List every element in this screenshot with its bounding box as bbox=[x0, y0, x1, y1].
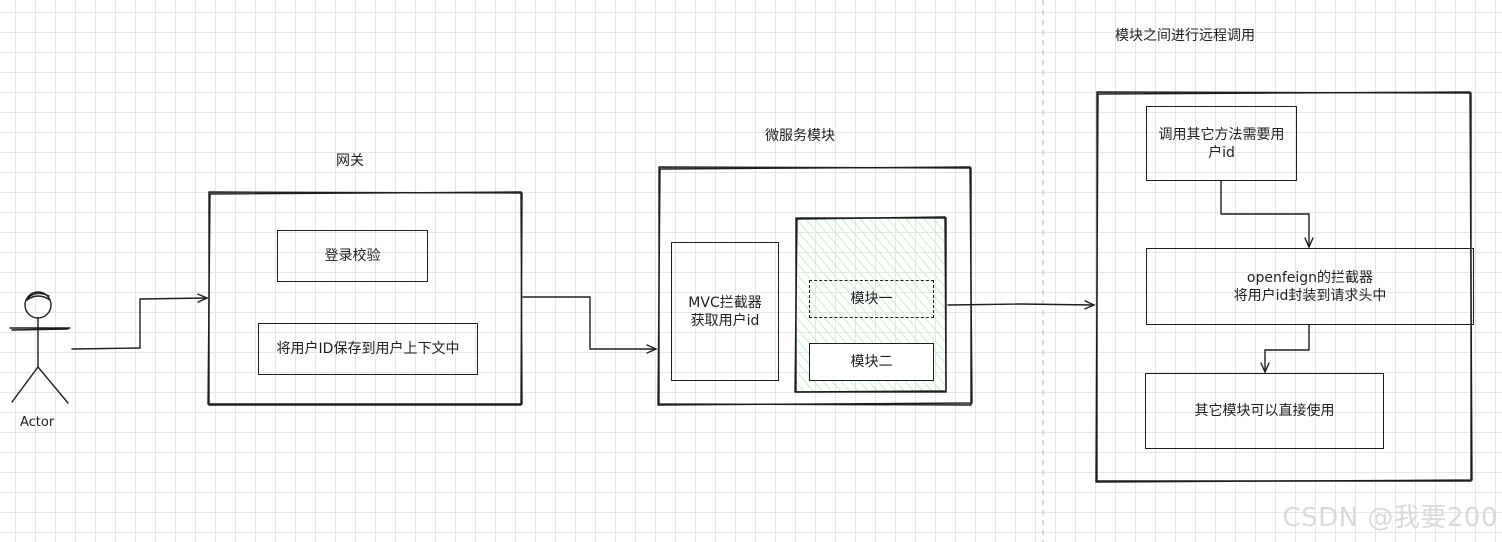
mvc-interceptor-line1: MVC拦截器 bbox=[688, 294, 762, 311]
login-check-box: 登录校验 bbox=[277, 230, 428, 282]
actor-figure bbox=[9, 291, 71, 404]
mvc-interceptor-line2: 获取用户id bbox=[690, 312, 760, 329]
mvc-interceptor-box: MVC拦截器 获取用户id bbox=[671, 242, 779, 381]
arrow-module-to-remote bbox=[947, 300, 1096, 310]
need-uid-line1: 调用其它方法需要用 bbox=[1158, 126, 1285, 143]
login-check-label: 登录校验 bbox=[324, 248, 381, 264]
feign-interceptor-box: openfeign的拦截器 将用户id封装到请求头中 bbox=[1146, 248, 1474, 325]
gateway-title: 网关 bbox=[336, 153, 364, 169]
arrow-need-uid-to-feign bbox=[1220, 180, 1314, 249]
module1-label: 模块一 bbox=[850, 291, 893, 307]
save-user-label: 将用户ID保存到用户上下文中 bbox=[276, 341, 460, 357]
module2-box: 模块二 bbox=[809, 343, 934, 381]
module2-label: 模块二 bbox=[850, 354, 893, 370]
use-directly-box: 其它模块可以直接使用 bbox=[1145, 373, 1384, 449]
use-directly-label: 其它模块可以直接使用 bbox=[1194, 403, 1335, 419]
microservice-frame bbox=[657, 166, 973, 406]
feign-interceptor-line2: 将用户id封装到请求头中 bbox=[1233, 287, 1387, 304]
remote-call-frame bbox=[1095, 91, 1473, 483]
need-uid-line2: 户id bbox=[1208, 144, 1235, 161]
module1-box: 模块一 bbox=[809, 280, 934, 318]
save-user-box: 将用户ID保存到用户上下文中 bbox=[258, 323, 478, 375]
arrow-feign-to-use bbox=[1260, 324, 1310, 374]
need-uid-box: 调用其它方法需要用 户id bbox=[1146, 106, 1297, 181]
microservice-title: 微服务模块 bbox=[765, 128, 835, 144]
arrow-actor-to-gateway bbox=[71, 293, 209, 350]
gateway-frame bbox=[207, 191, 523, 406]
arrow-gateway-to-microservice bbox=[522, 296, 658, 354]
feign-interceptor-line1: openfeign的拦截器 bbox=[1246, 269, 1374, 286]
actor-label: Actor bbox=[20, 415, 55, 430]
remote-call-title: 模块之间进行远程调用 bbox=[1115, 28, 1255, 44]
watermark: CSDN @我要200 bbox=[1282, 503, 1498, 533]
